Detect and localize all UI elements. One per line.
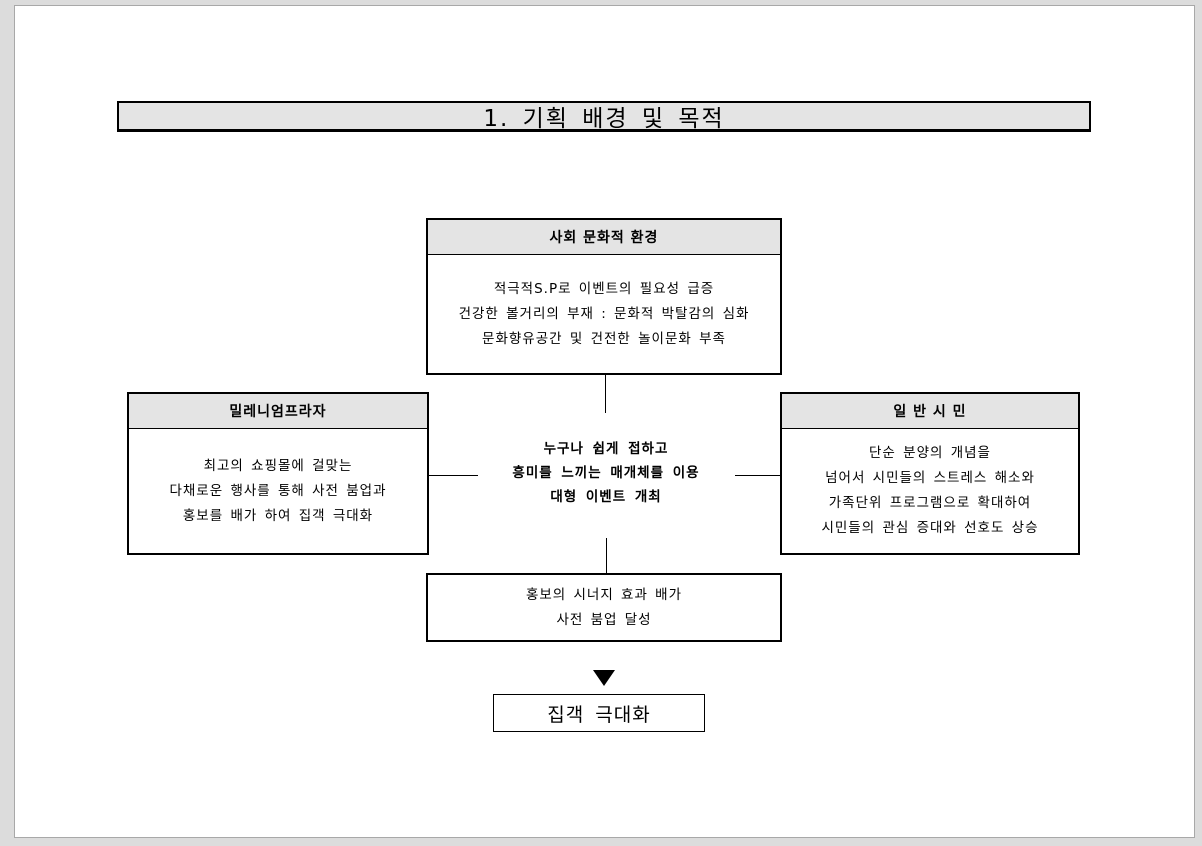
down-arrow-icon <box>593 670 615 686</box>
social-cultural-environment-box: 사회 문화적 환경 적극적S.P로 이벤트의 필요성 급증 건강한 볼거리의 부… <box>426 218 782 375</box>
promotion-synergy-box: 홍보의 시너지 효과 배가 사전 붐업 달성 <box>426 573 782 642</box>
box-line: 가족단위 프로그램으로 확대하여 <box>828 495 1032 511</box>
concept-line: 누구나 쉽게 접하고 <box>543 441 669 457</box>
box-line: 최고의 쇼핑몰에 걸맞는 <box>203 457 353 474</box>
general-citizens-box: 일 반 시 민 단순 분양의 개념을 넘어서 시민들의 스트레스 해소와 가족단… <box>780 392 1080 555</box>
box-line: 단순 분양의 개념을 <box>869 445 991 461</box>
connector-left <box>429 475 478 476</box>
result-box: 집객 극대화 <box>493 694 705 732</box>
box-header-label: 사회 문화적 환경 <box>549 230 659 246</box>
box-line: 사전 붐업 달성 <box>556 611 652 628</box>
box-line: 적극적S.P로 이벤트의 필요성 급증 <box>493 280 715 297</box>
concept-line: 대형 이벤트 개최 <box>550 489 662 505</box>
box-line: 홍보의 시너지 효과 배가 <box>525 586 683 603</box>
section-title: 1. 기획 배경 및 목적 <box>117 101 1091 132</box>
millennium-plaza-box: 밀레니엄프라자 최고의 쇼핑몰에 걸맞는 다채로운 행사를 통해 사전 붐업과 … <box>127 392 429 555</box>
box-line: 건강한 볼거리의 부재 : 문화적 박탈감의 심화 <box>458 305 750 322</box>
box-header-label: 밀레니엄프라자 <box>229 404 327 420</box>
box-line: 홍보를 배가 하여 집객 극대화 <box>182 507 374 524</box>
box-header: 사회 문화적 환경 <box>428 220 780 255</box>
box-body: 홍보의 시너지 효과 배가 사전 붐업 달성 <box>428 575 780 640</box>
concept-line: 흥미를 느끼는 매개체를 이용 <box>512 465 700 481</box>
box-line: 문화향유공간 및 건전한 놀이문화 부족 <box>482 330 726 347</box>
box-header: 밀레니엄프라자 <box>129 394 427 429</box>
connector-bottom <box>606 538 607 573</box>
connector-top <box>605 375 606 413</box>
box-header-label: 일 반 시 민 <box>893 404 967 420</box>
box-line: 다채로운 행사를 통해 사전 붐업과 <box>169 482 387 499</box>
box-line: 시민들의 관심 증대와 선호도 상승 <box>821 520 1039 536</box>
box-header: 일 반 시 민 <box>782 394 1078 429</box>
central-concept: 누구나 쉽게 접하고 흥미를 느끼는 매개체를 이용 대형 이벤트 개최 <box>478 437 734 509</box>
box-body: 적극적S.P로 이벤트의 필요성 급증 건강한 볼거리의 부재 : 문화적 박탈… <box>428 255 780 373</box>
box-body: 단순 분양의 개념을 넘어서 시민들의 스트레스 해소와 가족단위 프로그램으로… <box>782 429 1078 553</box>
result-label: 집객 극대화 <box>547 703 651 726</box>
section-title-text: 1. 기획 배경 및 목적 <box>483 106 725 132</box>
box-body: 최고의 쇼핑몰에 걸맞는 다채로운 행사를 통해 사전 붐업과 홍보를 배가 하… <box>129 429 427 553</box>
connector-right <box>735 475 780 476</box>
box-line: 넘어서 시민들의 스트레스 해소와 <box>825 470 1035 486</box>
